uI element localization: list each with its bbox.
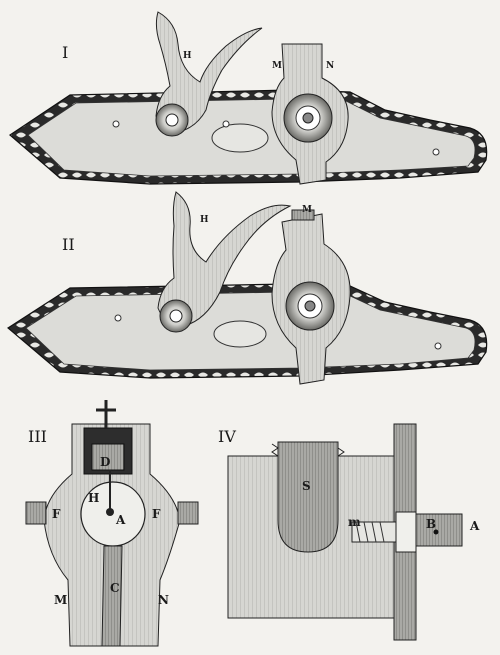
- hammer: [157, 191, 292, 327]
- slot-s: [277, 441, 339, 553]
- hammer: [155, 11, 263, 133]
- figure-2-numeral: II: [62, 235, 75, 254]
- lock-oval: [213, 320, 267, 348]
- spindle: [101, 545, 123, 647]
- label-n: N: [326, 61, 334, 71]
- frizzen-wheel-hub: [304, 300, 316, 312]
- rod-dot: [433, 529, 439, 535]
- screw: [432, 148, 440, 156]
- label-h: H: [200, 215, 209, 225]
- collar: [395, 511, 417, 553]
- label-h: H: [183, 51, 192, 61]
- top-screw: [96, 400, 116, 428]
- lock-oval: [211, 123, 269, 153]
- label-f-left: F: [52, 507, 61, 521]
- figure-4-numeral: IV: [218, 427, 236, 446]
- figure-1: I H M N: [9, 11, 488, 185]
- label-a: A: [469, 519, 480, 533]
- label-s: S: [302, 479, 311, 493]
- figure-4: IV S m B A: [218, 423, 480, 641]
- screw: [114, 314, 122, 322]
- label-b: B: [426, 517, 436, 531]
- cock-box-inner: [91, 443, 125, 471]
- label-m-lower: m: [348, 515, 361, 529]
- label-c: C: [110, 581, 120, 595]
- label-h: H: [88, 491, 99, 505]
- figure-2: II H M: [6, 191, 488, 385]
- label-m: M: [54, 593, 67, 607]
- screw-thread: [355, 521, 385, 543]
- label-f-right: F: [152, 507, 161, 521]
- label-m: M: [272, 61, 282, 71]
- label-n: N: [158, 593, 169, 607]
- rod: [415, 513, 463, 547]
- hammer-wheel-hub: [169, 309, 183, 323]
- screw: [222, 120, 230, 128]
- label-m: M: [302, 205, 312, 215]
- frizzen-wheel-hub: [302, 112, 314, 124]
- figure-3: III D H A F F C M N: [25, 400, 199, 647]
- figure-1-numeral: I: [62, 43, 68, 62]
- hammer-wheel-hub: [165, 113, 179, 127]
- label-d: D: [100, 455, 110, 469]
- slot-threads: [271, 443, 345, 457]
- pin-right: [177, 501, 199, 525]
- screw: [434, 342, 442, 350]
- label-a: A: [115, 513, 126, 527]
- frizzen-cap: [291, 209, 315, 221]
- pin-left: [25, 501, 47, 525]
- figure-3-numeral: III: [28, 427, 47, 446]
- screw: [112, 120, 120, 128]
